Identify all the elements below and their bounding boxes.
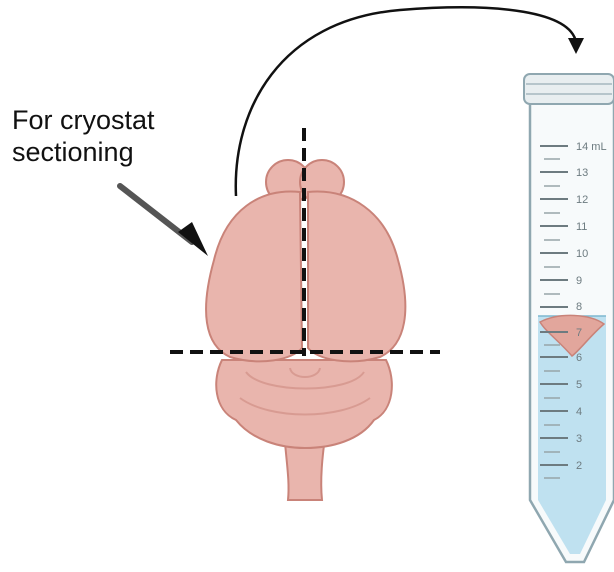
graduation-5: 5 — [576, 379, 582, 391]
graduation-9: 9 — [576, 275, 582, 287]
graduation-3: 3 — [576, 433, 582, 445]
graduation-12: 12 — [576, 194, 588, 206]
graduation-11: 11 — [576, 221, 587, 233]
conical-tube: 14 mL 13 12 11 10 9 8 7 6 5 4 3 2 — [524, 74, 614, 562]
cryostat-caption: For cryostat sectioning — [12, 104, 155, 168]
caption-line-2: sectioning — [12, 136, 155, 168]
hemisphere-left — [206, 192, 302, 362]
graduation-2: 2 — [576, 460, 582, 472]
graduation-13: 13 — [576, 167, 588, 179]
pointer-arrow — [120, 186, 208, 256]
tube-volume-label: 14 mL — [576, 141, 607, 153]
hemisphere-right — [308, 192, 405, 362]
cerebellum — [216, 360, 392, 448]
graduation-6: 6 — [576, 352, 582, 364]
caption-line-1: For cryostat — [12, 104, 155, 136]
graduation-8: 8 — [576, 301, 582, 313]
graduation-10: 10 — [576, 248, 588, 260]
transfer-arrow-head — [568, 38, 584, 54]
graduation-4: 4 — [576, 406, 582, 418]
graduation-7: 7 — [576, 327, 582, 339]
